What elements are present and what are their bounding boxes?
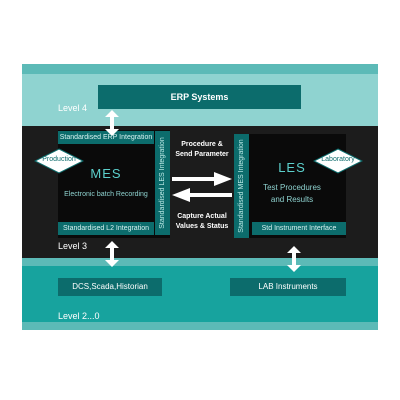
mes-block <box>58 130 170 238</box>
arrow-top-label-2: Send Parameter <box>175 151 229 158</box>
mes-side-bar <box>155 131 170 235</box>
level4-label: Level 4 <box>58 103 88 113</box>
les-line2: and Results <box>270 195 314 204</box>
mes-subtitle: Electronic batch Recording <box>64 191 148 198</box>
lab-instruments-box: LAB Instruments <box>230 278 346 296</box>
level3-label: Level 3 <box>58 241 88 251</box>
laboratory-label: Laboratory <box>321 156 355 163</box>
arrow-bottom-label-2: Values & Status <box>175 223 229 230</box>
les-block <box>234 134 346 238</box>
mes-level2-double-arrow-icon <box>105 241 119 267</box>
dcs-box: DCS,Scada,Historian <box>58 278 162 296</box>
level4-top-strip <box>22 64 378 74</box>
mes-top-bar: Standardised ERP Integration <box>58 131 154 144</box>
mes-title: MES <box>90 166 122 181</box>
les-line1: Test Procedures <box>263 183 321 192</box>
laboratory-diamond <box>313 148 363 174</box>
arrow-top-label-1: Procedure & <box>181 141 223 148</box>
right-arrow-icon <box>172 172 232 186</box>
mes-bottom-bar: Standardised L2 Integration <box>58 222 154 235</box>
les-title: LES <box>278 160 306 175</box>
les-level2-double-arrow-icon <box>287 246 301 272</box>
level4-level3-double-arrow-icon <box>105 110 119 136</box>
erp-systems-box: ERP Systems <box>98 85 301 109</box>
left-arrow-icon <box>172 188 232 202</box>
les-bottom-bar: Std Instrument Interface <box>252 222 346 235</box>
production-diamond <box>34 148 84 174</box>
les-side-bar-label: Standardised MES Integration <box>238 139 245 233</box>
production-label: Production <box>42 156 76 163</box>
level2-label: Level 2...0 <box>58 311 100 321</box>
les-side-bar <box>234 134 249 238</box>
arrow-bottom-label-1: Capture Actual <box>177 213 227 220</box>
